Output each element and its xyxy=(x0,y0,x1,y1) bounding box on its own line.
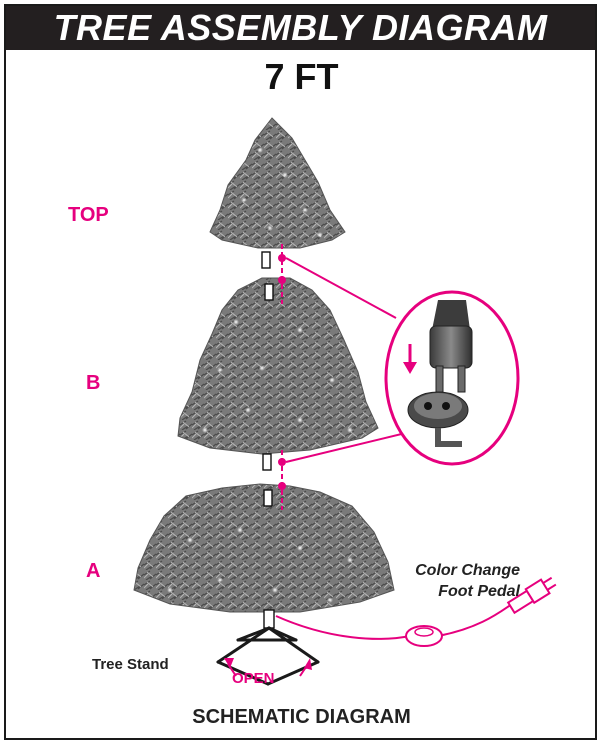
section-label-a: A xyxy=(86,560,100,583)
tree-section-b-icon xyxy=(178,278,378,454)
section-label-b: B xyxy=(86,372,100,395)
schematic-title: SCHEMATIC DIAGRAM xyxy=(0,706,603,729)
connector-plug-icon xyxy=(386,292,518,464)
tree-section-top-icon xyxy=(210,118,345,248)
section-label-top: TOP xyxy=(68,204,109,227)
foot-pedal-label-line1: Color Change xyxy=(380,560,520,581)
tree-stand-label: Tree Stand xyxy=(92,656,169,673)
tree-height-label: 7 FT xyxy=(0,56,603,98)
open-label: OPEN xyxy=(232,670,275,687)
foot-pedal-label: Color Change Foot Pedal xyxy=(380,560,520,602)
foot-pedal-label-line2: Foot Pedal xyxy=(380,581,520,602)
